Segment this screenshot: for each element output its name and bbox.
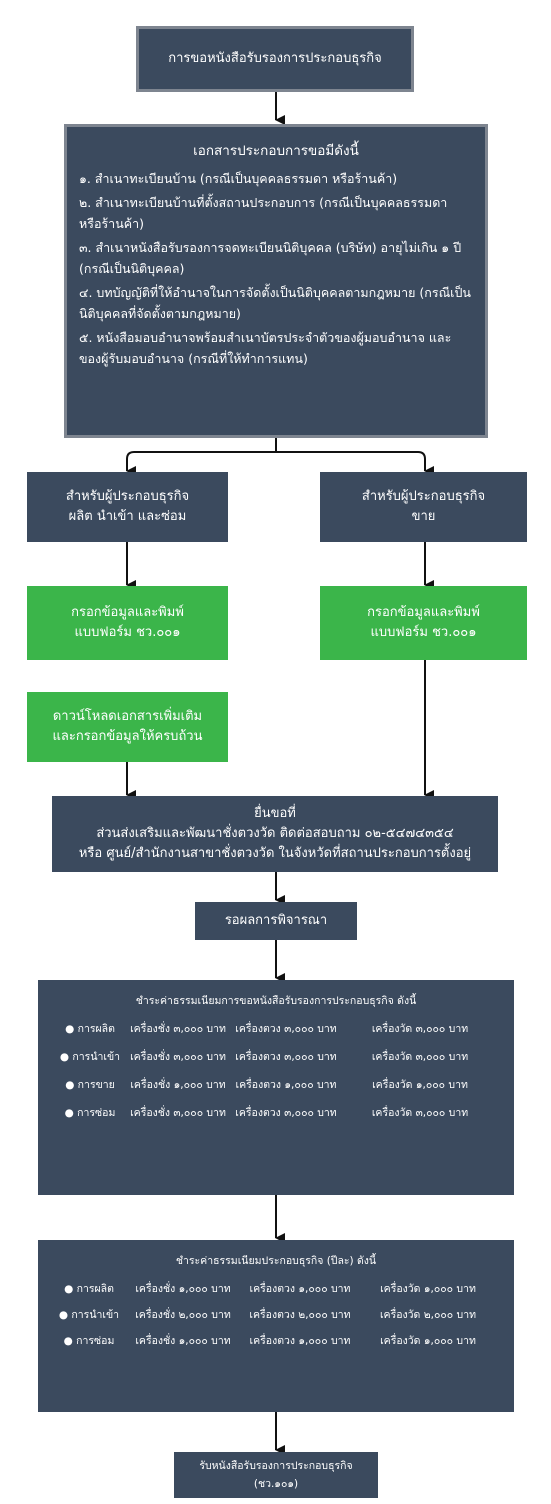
fee-scale: เครื่องชั่ง ๓,๐๐๐ บาท [130,1023,226,1035]
fee-type: ● การนำเข้า [59,1051,121,1063]
document-item-2: ๒. สำเนาทะเบียนบ้านที่ตั้งสถานประกอบการ … [79,195,448,231]
fee-gauge: เครื่องวัด ๑,๐๐๐ บาท [380,1283,476,1295]
fee-certificate-node: ชำระค่าธรรมเนียมการขอหนังสือรับรองการประ… [38,980,514,1195]
fee-measure: เครื่องตวง ๓,๐๐๐ บาท [235,1107,337,1119]
fee-gauge: เครื่องวัด ๓,๐๐๐ บาท [371,1107,469,1119]
fee-scale: เครื่องชั่ง ๒,๐๐๐ บาท [135,1309,231,1321]
fee-measure: เครื่องตวง ๒,๐๐๐ บาท [249,1309,351,1321]
wait-node: รอผลการพิจารณา [195,902,357,940]
fee-measure: เครื่องตวง ๓,๐๐๐ บาท [235,1051,337,1063]
left-form-line2: แบบฟอร์ม ชว.๐๐๑ [74,625,181,640]
right-form-line1: กรอกข้อมูลและพิมพ์ [367,605,480,620]
documents-title: เอกสารประกอบการขอมีดังนี้ [193,143,359,159]
fee-type: ● การซ่อม [63,1335,115,1347]
fee-scale: เครื่องชั่ง ๓,๐๐๐ บาท [130,1107,226,1119]
download-line2: และกรอกข้อมูลให้ครบถ้วน [52,729,203,744]
left-branch-line2: ผลิต นำเข้า และซ่อม [68,509,187,524]
start-node: การขอหนังสือรับรองการประกอบธุรกิจ [136,26,414,92]
right-branch-line2: ขาย [411,509,436,524]
fee-gauge: เครื่องวัด ๓,๐๐๐ บาท [371,1051,469,1063]
fee-row: ● การผลิต เครื่องชั่ง ๓,๐๐๐ บาท เครื่องต… [54,1020,498,1038]
fee-type: ● การผลิต [65,1023,115,1035]
fee-type: ● การนำเข้า [58,1309,120,1321]
left-form-line1: กรอกข้อมูลและพิมพ์ [71,605,184,620]
left-branch-line1: สำหรับผู้ประกอบธุรกิจ [65,489,190,504]
download-line1: ดาวน์โหลดเอกสารเพิ่มเติม [52,709,203,724]
fee-measure: เครื่องตวง ๓,๐๐๐ บาท [235,1023,337,1035]
right-form-line2: แบบฟอร์ม ชว.๐๐๑ [370,625,477,640]
fee-measure: เครื่องตวง ๑,๐๐๐ บาท [235,1079,337,1091]
fee-row: ● การซ่อม เครื่องชั่ง ๓,๐๐๐ บาท เครื่องต… [54,1104,498,1122]
left-form-node: กรอกข้อมูลและพิมพ์ แบบฟอร์ม ชว.๐๐๑ [27,586,228,660]
fee-gauge: เครื่องวัด ๒,๐๐๐ บาท [379,1309,477,1321]
fee-scale: เครื่องชั่ง ๓,๐๐๐ บาท [130,1051,226,1063]
fee-gauge: เครื่องวัด ๑,๐๐๐ บาท [372,1079,468,1091]
fee-type: ● การขาย [65,1079,115,1091]
submit-node: ยื่นขอที่ ส่วนส่งเสริมและพัฒนาชั่งตวงวัด… [52,796,498,872]
document-item-5: ๕. หนังสือมอบอำนาจพร้อมสำเนาบัตรประจำตัว… [79,330,452,366]
submit-line3: หรือ ศูนย์/สำนักงานสาขาชั่งตวงวัด ในจังห… [78,846,472,861]
fee-row: ● การผลิต เครื่องชั่ง ๑,๐๐๐ บาท เครื่องต… [54,1280,498,1298]
fee-measure: เครื่องตวง ๑,๐๐๐ บาท [249,1335,351,1347]
start-label: การขอหนังสือรับรองการประกอบธุรกิจ [168,51,382,66]
fee-scale: เครื่องชั่ง ๑,๐๐๐ บาท [130,1079,226,1091]
fee-type: ● การซ่อม [64,1107,116,1119]
fee-scale: เครื่องชั่ง ๑,๐๐๐ บาท [135,1283,231,1295]
connector-split [126,451,426,467]
download-node: ดาวน์โหลดเอกสารเพิ่มเติม และกรอกข้อมูลให… [27,692,228,762]
receive-line2: (ชว.๑๐๑) [253,1478,299,1490]
fee-certificate-title: ชำระค่าธรรมเนียมการขอหนังสือรับรองการประ… [135,995,417,1007]
fee-type: ● การผลิต [64,1283,114,1295]
documents-node: เอกสารประกอบการขอมีดังนี้ ๑. สำเนาทะเบีย… [64,124,488,438]
fee-gauge: เครื่องวัด ๓,๐๐๐ บาท [371,1023,469,1035]
fee-annual-node: ชำระค่าธรรมเนียมประกอบธุรกิจ (ปีละ) ดังน… [38,1240,514,1412]
right-form-node: กรอกข้อมูลและพิมพ์ แบบฟอร์ม ชว.๐๐๑ [320,586,527,660]
right-branch-line1: สำหรับผู้ประกอบธุรกิจ [361,489,486,504]
receive-node: รับหนังสือรับรองการประกอบธุรกิจ (ชว.๑๐๑) [174,1452,378,1498]
fee-measure: เครื่องตวง ๑,๐๐๐ บาท [249,1283,351,1295]
fee-scale: เครื่องชั่ง ๑,๐๐๐ บาท [135,1335,231,1347]
fee-row: ● การขาย เครื่องชั่ง ๑,๐๐๐ บาท เครื่องตว… [54,1076,498,1094]
submit-line1: ยื่นขอที่ [254,806,296,821]
document-item-4: ๔. บทบัญญัติที่ให้อำนาจในการจัดตั้งเป็นน… [79,285,471,321]
fee-gauge: เครื่องวัด ๑,๐๐๐ บาท [380,1335,476,1347]
right-branch-node: สำหรับผู้ประกอบธุรกิจ ขาย [320,472,527,542]
wait-label: รอผลการพิจารณา [224,913,328,928]
fee-row: ● การนำเข้า เครื่องชั่ง ๓,๐๐๐ บาท เครื่อ… [54,1048,498,1066]
receive-line1: รับหนังสือรับรองการประกอบธุรกิจ [199,1460,353,1472]
document-item-3: ๓. สำเนาหนังสือรับรองการจดทะเบียนนิติบุค… [79,240,462,276]
fee-annual-title: ชำระค่าธรรมเนียมประกอบธุรกิจ (ปีละ) ดังน… [175,1255,377,1267]
fee-row: ● การซ่อม เครื่องชั่ง ๑,๐๐๐ บาท เครื่องต… [54,1332,498,1350]
submit-line2: ส่วนส่งเสริมและพัฒนาชั่งตวงวัด ติดต่อสอบ… [96,826,454,841]
left-branch-node: สำหรับผู้ประกอบธุรกิจ ผลิต นำเข้า และซ่อ… [27,472,228,542]
fee-row: ● การนำเข้า เครื่องชั่ง ๒,๐๐๐ บาท เครื่อ… [54,1306,498,1324]
document-item-1: ๑. สำเนาทะเบียนบ้าน (กรณีเป็นบุคคลธรรมดา… [79,171,398,186]
